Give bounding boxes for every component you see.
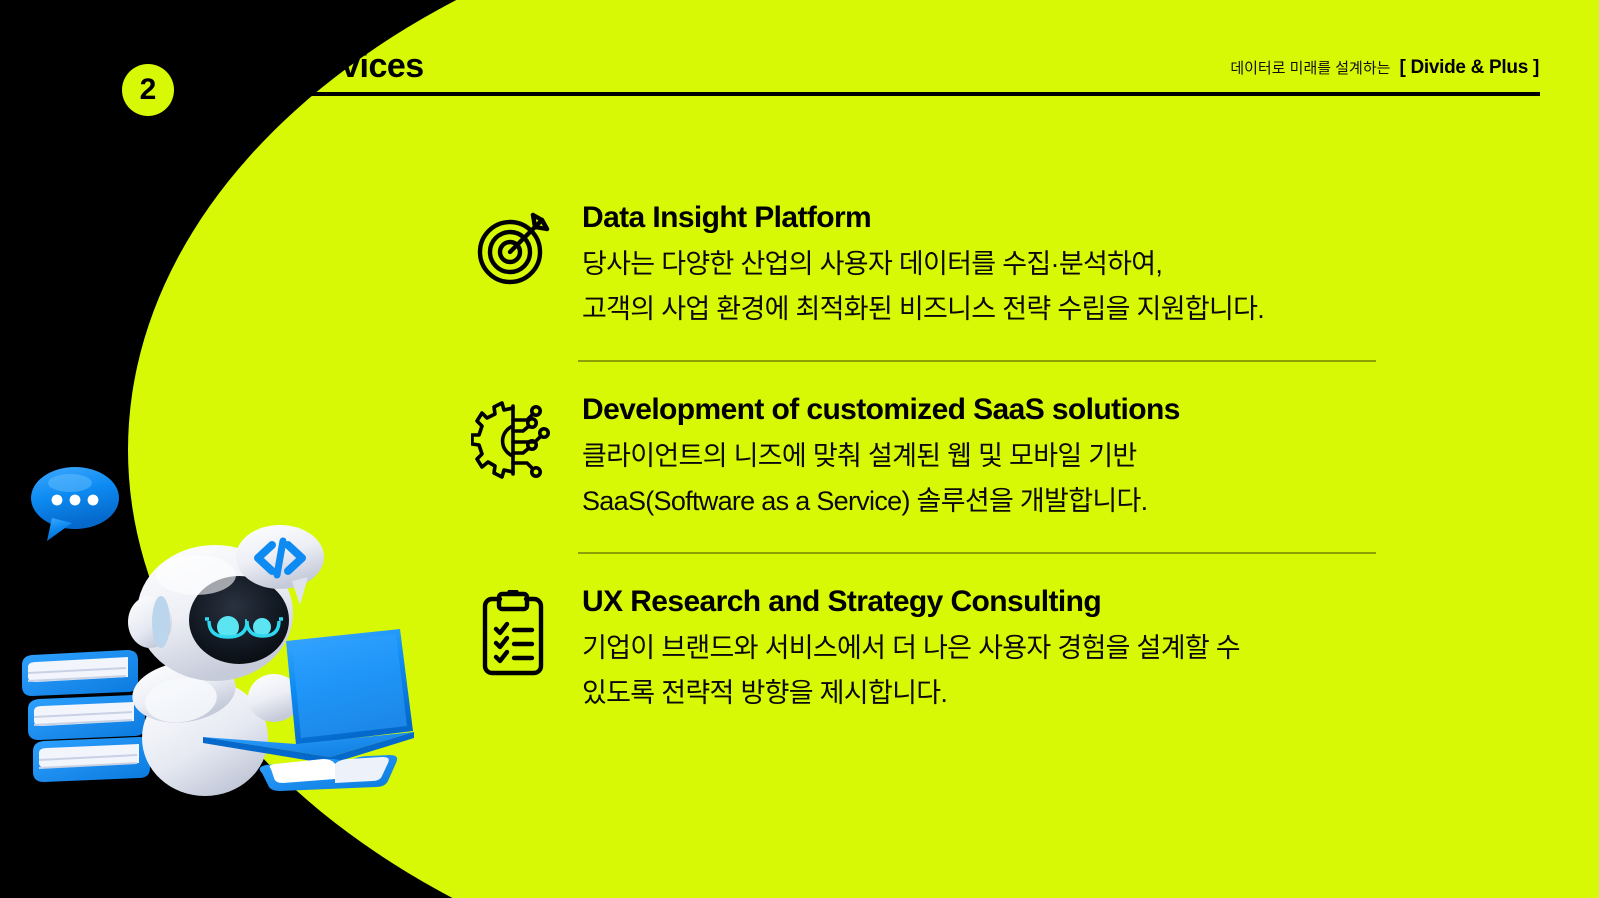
service-text-group: Data Insight Platform 당사는 다양한 산업의 사용자 데이… (582, 196, 1410, 332)
laptop-icon (203, 629, 414, 764)
open-book-icon (259, 755, 398, 791)
service-description: 당사는 다양한 산업의 사용자 데이터를 수집·분석하여, 고객의 사업 환경에… (582, 242, 1410, 332)
service-description-line: SaaS(Software as a Service) 솔루션을 개발합니다. (582, 486, 1148, 517)
service-description: 클라이언트의 니즈에 맞춰 설계된 웹 및 모바일 기반 SaaS(Softwa… (582, 434, 1410, 524)
services-list: Data Insight Platform 당사는 다양한 산업의 사용자 데이… (470, 196, 1410, 738)
code-bubble-icon (236, 525, 324, 605)
page-number-badge: 2 (122, 64, 174, 116)
gear-circuit-icon (470, 388, 556, 494)
brand-name: [ Divide & Plus ] (1399, 57, 1539, 78)
slide-header: 2 Key Services 데이터로 미래를 설계하는 [ Divide & … (0, 0, 1599, 120)
brand-block: 데이터로 미래를 설계하는 [ Divide & Plus ] (1230, 57, 1539, 79)
target-arrow-icon (470, 196, 556, 302)
chat-bubble-icon (31, 467, 119, 541)
robot-with-laptop-illustration (0, 455, 430, 815)
section-divider (578, 360, 1376, 363)
service-description-line: 고객의 사업 환경에 최적화된 비즈니스 전략 수립을 지원합니다. (582, 294, 1265, 325)
service-title: UX Research and Strategy Consulting (582, 585, 1102, 619)
service-description-line: 당사는 다양한 산업의 사용자 데이터를 수집·분석하여, (582, 249, 1163, 280)
service-description: 기업이 브랜드와 서비스에서 더 나은 사용자 경험을 설계할 수 있도록 전략… (582, 626, 1410, 716)
clipboard-checklist-icon (470, 580, 556, 686)
robot-icon (128, 545, 300, 796)
book-stack-icon (22, 650, 150, 782)
page-title: Key Services (218, 47, 424, 85)
service-item: Data Insight Platform 당사는 다양한 산업의 사용자 데이… (470, 196, 1410, 354)
section-divider (578, 552, 1376, 555)
lime-background-fill (900, 0, 1599, 898)
header-divider-rule (192, 92, 1540, 96)
service-text-group: Development of customized SaaS solutions… (582, 388, 1410, 524)
brand-tagline: 데이터로 미래를 설계하는 (1230, 60, 1391, 77)
service-title: Data Insight Platform (582, 201, 872, 234)
service-item: Development of customized SaaS solutions… (470, 388, 1410, 546)
service-item: UX Research and Strategy Consulting 기업이 … (470, 580, 1410, 738)
service-description-line: 클라이언트의 니즈에 맞춰 설계된 웹 및 모바일 기반 (582, 441, 1137, 472)
service-text-group: UX Research and Strategy Consulting 기업이 … (582, 580, 1410, 716)
service-title: Development of customized SaaS solutions (582, 393, 1180, 427)
service-description-line: 있도록 전략적 방향을 제시합니다. (582, 678, 948, 709)
service-description-line: 기업이 브랜드와 서비스에서 더 나은 사용자 경험을 설계할 수 (582, 633, 1241, 664)
